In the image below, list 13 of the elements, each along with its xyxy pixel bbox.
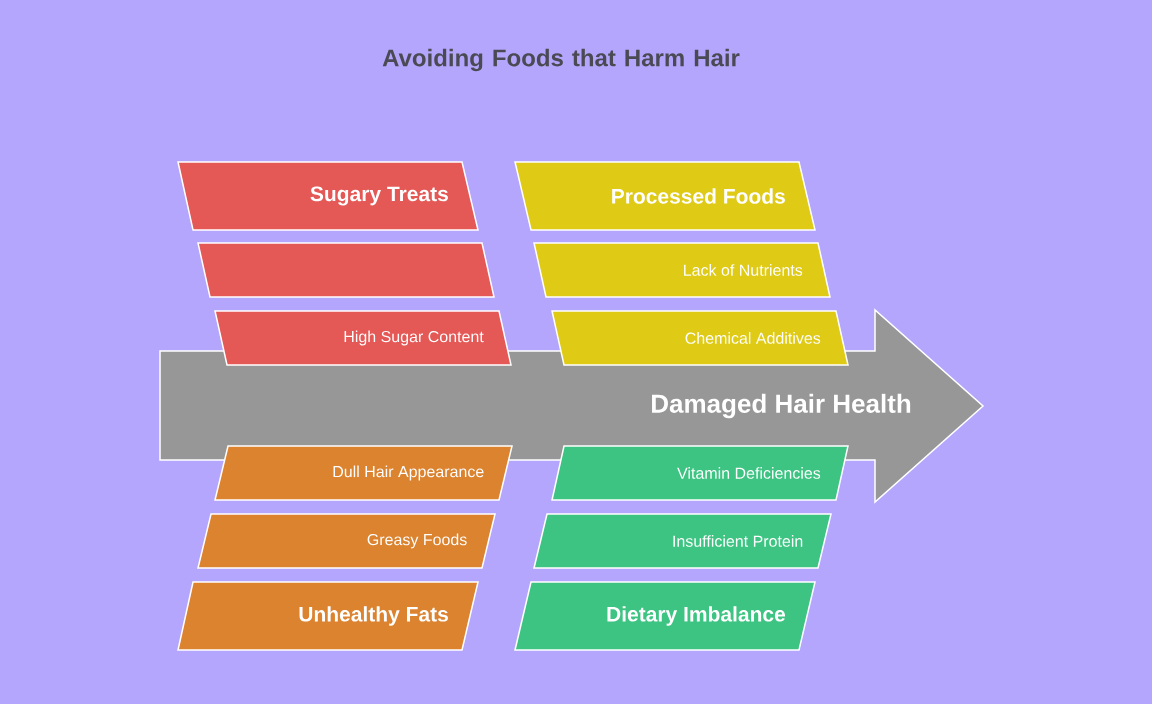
empty-cause-box [197, 242, 495, 298]
title: Avoiding Foods that Harm Hair [382, 48, 740, 72]
cause-box: Vitamin Deficiencies [551, 445, 849, 501]
category-box: Dietary Imbalance [514, 581, 816, 651]
cause-box: Insufficient Protein [533, 513, 832, 569]
cause-box: Chemical Additives [551, 310, 849, 366]
cause-box: High Sugar Content [214, 310, 512, 366]
category-box: Unhealthy Fats [177, 581, 479, 651]
category-box: Processed Foods [514, 161, 816, 231]
cause-box: Greasy Foods [197, 513, 496, 569]
cause-box: Lack of Nutrients [533, 242, 831, 298]
category-box: Sugary Treats [177, 161, 479, 231]
cause-box: Dull Hair Appearance [214, 445, 513, 501]
